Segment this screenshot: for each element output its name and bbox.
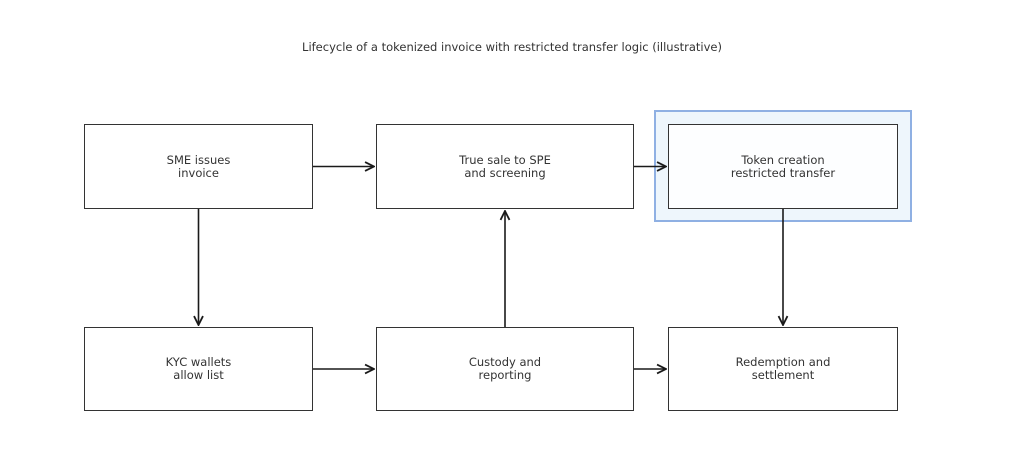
- node-custody-line-2: reporting: [478, 368, 532, 382]
- node-redemption-line-2: settlement: [751, 368, 815, 382]
- node-custody: Custody and reporting: [376, 327, 634, 411]
- node-token-line-1: Token creation: [741, 152, 825, 167]
- diagram-title: Lifecycle of a tokenized invoice with re…: [302, 40, 722, 54]
- node-kyc: KYC wallets allow list: [84, 327, 313, 411]
- node-kyc-line-1: KYC wallets: [165, 355, 232, 369]
- node-sme: SME issues invoice: [84, 124, 313, 209]
- node-truesale-line-1: True sale to SPE: [459, 152, 551, 167]
- node-kyc-line-2: allow list: [173, 368, 224, 382]
- node-token: Token creation restricted transfer: [668, 124, 898, 209]
- node-truesale: True sale to SPE and screening: [376, 124, 634, 209]
- node-redemption: Redemption and settlement: [668, 327, 898, 411]
- node-truesale-line-2: and screening: [464, 165, 546, 180]
- node-sme-line-1: SME issues: [166, 152, 231, 167]
- node-redemption-line-1: Redemption and: [735, 355, 831, 369]
- node-token-line-2: restricted transfer: [730, 165, 836, 180]
- node-custody-line-1: Custody and: [468, 355, 542, 369]
- node-sme-line-2: invoice: [178, 165, 219, 180]
